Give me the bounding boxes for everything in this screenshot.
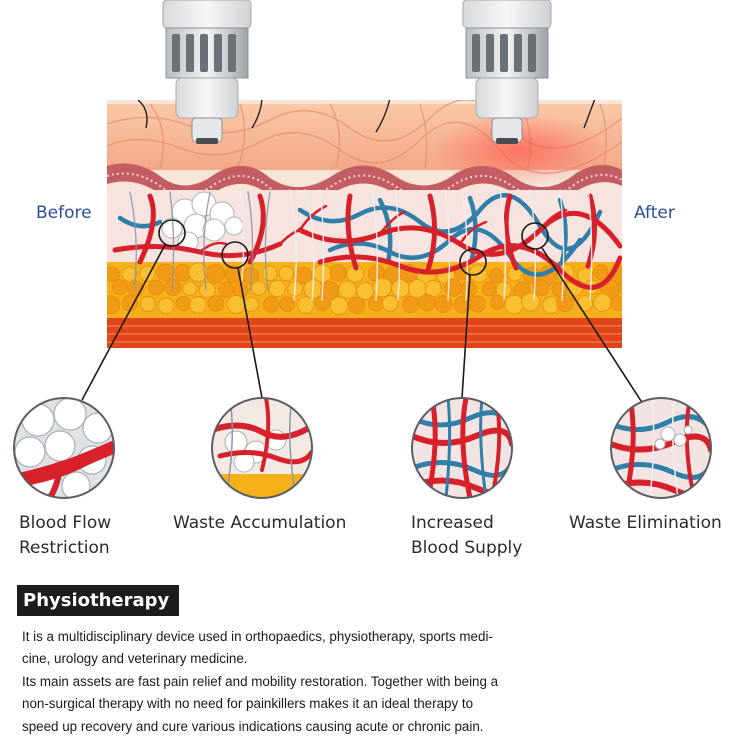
description-line: speed up recovery and cure various indic… <box>22 718 484 734</box>
description: It is a multidisciplinary device used in… <box>22 626 722 738</box>
before-label: Before <box>36 203 92 223</box>
detail-circle-2 <box>211 397 313 499</box>
description-line: non-surgical therapy with no need for pa… <box>22 696 474 712</box>
caption-line: Restriction <box>19 538 110 558</box>
caption-line: Increased <box>411 513 494 533</box>
description-line: cine, urology and veterinary medicine. <box>22 651 248 667</box>
section-title: Physiotherapy <box>17 585 180 616</box>
caption-line: Blood Supply <box>411 538 523 558</box>
caption-waste-accumulation: Waste Accumulation <box>173 511 346 536</box>
caption-waste-elimination: Waste Elimination <box>569 511 722 536</box>
device-head-right <box>462 0 552 144</box>
caption-line: Waste Accumulation <box>173 513 347 533</box>
description-line: It is a multidisciplinary device used in… <box>22 629 493 644</box>
caption-increased-blood-supply: Increased Blood Supply <box>411 511 522 561</box>
caption-line: Blood Flow <box>19 513 112 533</box>
detail-circle-4 <box>610 397 712 499</box>
callout-leaders <box>81 219 644 405</box>
waste-cluster <box>161 191 244 253</box>
caption-line: Waste Elimination <box>569 513 722 533</box>
after-label: After <box>634 203 675 223</box>
description-line: Its main assets are fast pain relief and… <box>22 673 499 689</box>
detail-circle-3 <box>411 397 513 499</box>
detail-circle-1 <box>13 397 115 499</box>
caption-blood-flow-restriction: Blood Flow Restriction <box>19 511 111 561</box>
device-head-left <box>162 0 252 144</box>
tissue-block <box>107 100 622 348</box>
